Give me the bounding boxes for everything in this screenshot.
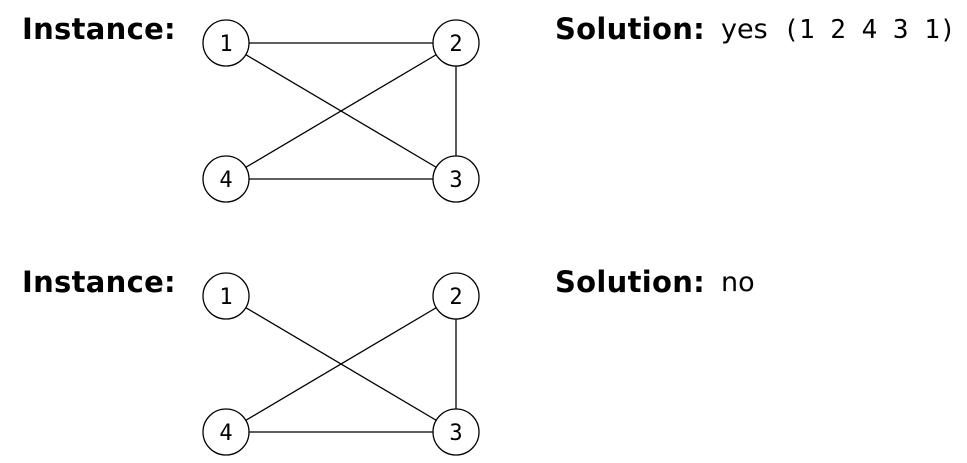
edge-2-4: [225, 42, 457, 180]
instance-label: Instance:: [22, 12, 176, 46]
node-4: 4: [202, 408, 250, 456]
node-label: 4: [219, 168, 232, 193]
node-circle: [432, 155, 480, 203]
edge-2-4: [225, 295, 457, 433]
node-label: 2: [449, 32, 462, 57]
node-3: 3: [432, 155, 480, 203]
graph-diagram-1: 1 2 3 4: [202, 19, 480, 203]
node-2: 2: [432, 19, 480, 67]
solution-label: Solution:: [555, 265, 706, 299]
node-3: 3: [432, 408, 480, 456]
solution-tour: (1 2 4 3 1): [783, 15, 956, 45]
instance-row-1: Instance: 1 2 3 4 Solution: yes (1 2 4 3 1): [0, 0, 967, 203]
node-circle: [432, 19, 480, 67]
instance-row-2: Instance: 1 2 3 4 Solution: no: [0, 253, 967, 456]
solution-answer: yes: [721, 14, 768, 45]
solution-value: no: [721, 267, 770, 298]
node-label: 4: [219, 421, 232, 446]
node-label: 1: [219, 32, 232, 57]
node-4: 4: [202, 155, 250, 203]
node-circle: [202, 19, 250, 67]
node-label: 1: [219, 285, 232, 310]
node-label: 3: [449, 168, 462, 193]
instance-label: Instance:: [22, 265, 176, 299]
node-circle: [432, 272, 480, 320]
solution-value: yes (1 2 4 3 1): [721, 14, 956, 45]
node-circle: [202, 408, 250, 456]
node-label: 3: [449, 421, 462, 446]
node-circle: [432, 408, 480, 456]
node-2: 2: [432, 272, 480, 320]
solution-label: Solution:: [555, 12, 706, 46]
node-1: 1: [202, 19, 250, 67]
graph-diagram-2: 1 2 3 4: [202, 272, 480, 456]
solution-answer: no: [721, 267, 755, 298]
node-1: 1: [202, 272, 250, 320]
node-circle: [202, 155, 250, 203]
node-label: 2: [449, 285, 462, 310]
node-circle: [202, 272, 250, 320]
